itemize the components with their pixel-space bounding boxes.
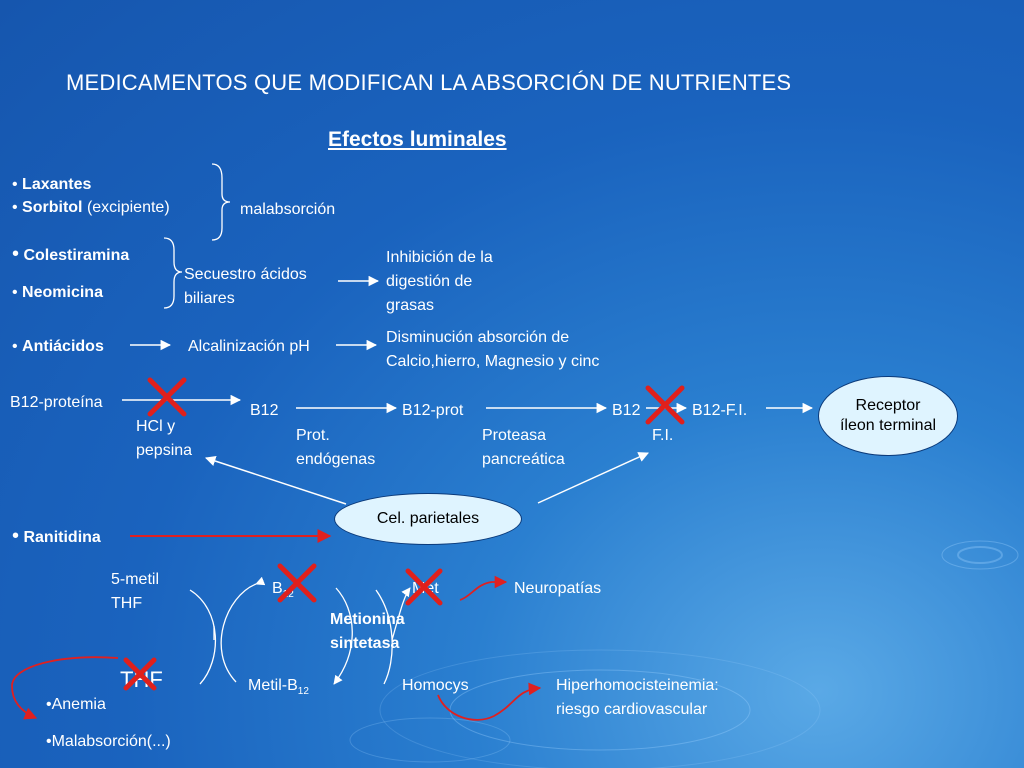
cross-fi <box>645 385 685 425</box>
effect-inhibicion-3: grasas <box>386 297 435 314</box>
label-hiper-2: riesgo cardiovascular <box>556 701 708 718</box>
effect-secuestro-2: biliares <box>184 290 235 307</box>
label-metionina-1: Metionina <box>330 611 405 628</box>
label-b12-second: B12 <box>612 402 641 419</box>
arrow-homocys-hiper <box>437 682 542 721</box>
label-b12-prot: B12-prot <box>402 402 464 419</box>
label-proteasa-1: Proteasa <box>482 427 547 444</box>
arrow-met-neuropatias <box>459 575 508 601</box>
brace-laxantes <box>211 163 231 241</box>
drug-sorbitol: • Sorbitol (excipiente) <box>12 199 170 216</box>
drug-antiacidos: • Antiácidos <box>12 338 104 355</box>
cel-parietales-ellipse: Cel. parietales <box>334 493 522 545</box>
label-prot-endo-2: endógenas <box>296 451 376 468</box>
drug-neomicina: • Neomicina <box>12 284 103 301</box>
label-proteasa-2: pancreática <box>482 451 565 468</box>
effect-disminucion-2: Calcio,hierro, Magnesio y cinc <box>386 353 600 370</box>
label-5-metil-2: THF <box>111 595 143 612</box>
effect-malabsorcion: malabsorción <box>240 201 336 218</box>
label-hcl-2: pepsina <box>136 442 193 459</box>
cross-met <box>405 568 443 606</box>
arrow-parietales-hcl <box>205 455 347 505</box>
label-b12-proteina: B12-proteína <box>10 394 103 411</box>
label-hcl-1: HCl y <box>136 418 176 435</box>
label-malabsorcion-cycle: •Malabsorción(...) <box>46 733 171 750</box>
label-hiper-1: Hiperhomocisteinemia: <box>556 677 719 694</box>
label-neuropatias: Neuropatías <box>514 580 602 597</box>
effect-disminucion-1: Disminución absorción de <box>386 329 570 346</box>
curve-b12-left <box>220 576 266 683</box>
label-metil-b12: Metil-B12 <box>248 677 309 698</box>
curve-to-met <box>391 587 411 641</box>
label-fi: F.I. <box>652 427 674 444</box>
effect-inhibicion-2: digestión de <box>386 273 473 290</box>
effect-alcalinizacion: Alcalinización pH <box>188 338 310 355</box>
effect-secuestro-1: Secuestro ácidos <box>184 266 307 283</box>
effect-inhibicion-1: Inhibición de la <box>386 249 493 266</box>
arrow-parietales-fi <box>537 452 649 504</box>
curve-right-inner <box>333 587 353 685</box>
label-b12: B12 <box>250 402 279 419</box>
label-prot-endo-1: Prot. <box>296 427 330 444</box>
cross-thf <box>123 657 157 691</box>
arrow-thf-anemia <box>11 656 119 720</box>
label-anemia: •Anemia <box>46 696 106 713</box>
curve-left-outer <box>189 589 217 685</box>
slide-title: MEDICAMENTOS QUE MODIFICAN LA ABSORCIÓN … <box>66 70 792 95</box>
label-b12-fi: B12-F.I. <box>692 402 748 419</box>
cross-hcl <box>147 377 187 417</box>
brace-colestiramina <box>163 237 183 309</box>
label-homocys: Homocys <box>402 677 469 694</box>
drug-laxantes: • Laxantes <box>12 176 92 193</box>
label-5-metil-1: 5-metil <box>111 571 160 588</box>
label-metionina-2: sintetasa <box>330 635 400 652</box>
slide-subtitle: Efectos luminales <box>328 128 507 151</box>
curve-right-outer <box>375 589 393 685</box>
drug-ranitidina: • Ranitidina <box>12 525 101 547</box>
drug-colestiramina: • Colestiramina <box>12 243 130 265</box>
cross-b12-cycle <box>277 563 317 603</box>
